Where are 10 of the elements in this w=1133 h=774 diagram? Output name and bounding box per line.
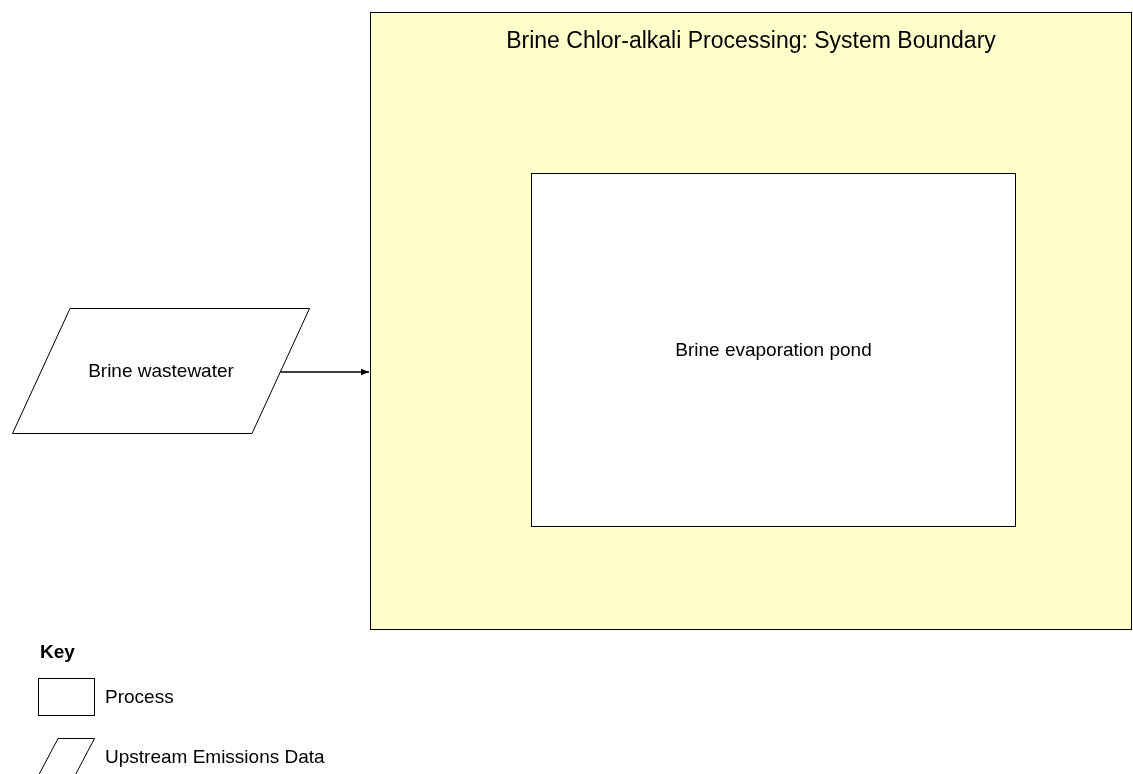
legend-label: Process (105, 684, 174, 709)
node-label: Brine wastewater (88, 358, 234, 383)
arrow (279, 368, 370, 376)
key-heading: Key (40, 640, 75, 664)
system-boundary-box (370, 12, 1132, 630)
process-box (531, 173, 1016, 527)
boundary-title: Brine Chlor-alkali Processing: System Boundary (506, 27, 996, 53)
data-parallelogram (12, 308, 310, 434)
legend-label: Upstream Emissions Data (105, 744, 325, 769)
node-label: Brine evaporation pond (675, 337, 872, 362)
